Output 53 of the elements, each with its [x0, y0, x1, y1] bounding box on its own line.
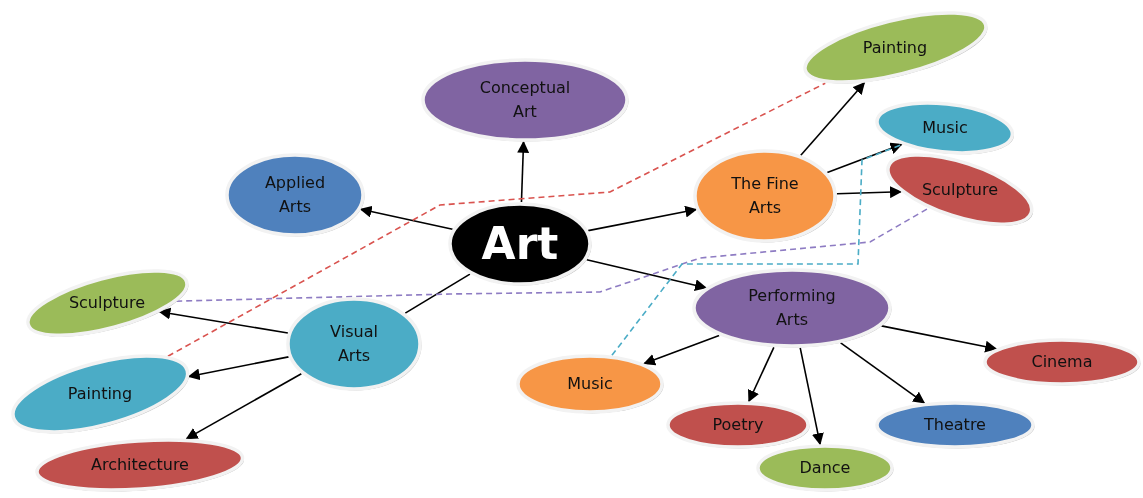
topic-ellipse	[884, 151, 1036, 229]
node-label: Performing Arts	[747, 285, 837, 331]
topic-ellipse	[690, 266, 894, 350]
node-label: Sculpture	[920, 179, 1000, 201]
arrow	[587, 205, 698, 232]
node-label: Painting	[66, 383, 134, 405]
arrow	[880, 325, 998, 353]
node-label: Painting	[861, 37, 929, 59]
arrow	[748, 346, 775, 403]
arrow	[517, 140, 530, 203]
node-label: Sculpture	[67, 292, 147, 314]
node-label: Music	[921, 117, 969, 139]
arrow	[643, 334, 720, 366]
dashed-link	[167, 82, 827, 358]
node-label: Applied Arts	[263, 172, 327, 218]
topic-ellipse	[981, 336, 1143, 388]
node-label: Music	[566, 373, 614, 395]
node-label: Visual Arts	[329, 321, 379, 367]
topic-ellipse	[754, 442, 896, 494]
topic-ellipse	[873, 99, 1017, 157]
node-label: Architecture	[90, 454, 190, 476]
arrow	[800, 82, 866, 157]
arrow	[185, 372, 303, 440]
topic-ellipse	[284, 295, 424, 393]
topic-ellipse	[23, 266, 191, 340]
topic-ellipse	[664, 399, 812, 451]
connector-line	[404, 273, 471, 314]
node-label: Cinema	[1030, 351, 1094, 373]
topic-ellipse	[800, 9, 990, 87]
topic-ellipse	[33, 436, 247, 494]
central-ellipse	[446, 200, 594, 288]
topic-ellipse	[514, 352, 666, 416]
dashed-link	[175, 207, 929, 302]
arrow	[799, 347, 824, 446]
arrow	[585, 258, 707, 292]
topic-ellipse	[419, 56, 631, 144]
arrow	[158, 307, 289, 334]
topic-ellipse	[8, 352, 192, 436]
central-title: Art	[480, 219, 560, 269]
node-label: Dance	[798, 457, 852, 479]
topic-ellipse	[223, 151, 367, 239]
arrow	[839, 342, 926, 404]
node-label: The Fine Arts	[730, 173, 800, 219]
arrow	[359, 205, 454, 231]
node-label: Poetry	[711, 414, 765, 436]
topic-ellipse	[691, 147, 839, 245]
dashed-link	[611, 143, 903, 357]
topic-ellipse	[873, 399, 1037, 451]
arrow	[826, 142, 903, 174]
arrow	[187, 356, 290, 381]
arrow	[836, 186, 903, 199]
node-label: Theatre	[923, 414, 987, 436]
node-label: Conceptual Art	[478, 77, 572, 123]
